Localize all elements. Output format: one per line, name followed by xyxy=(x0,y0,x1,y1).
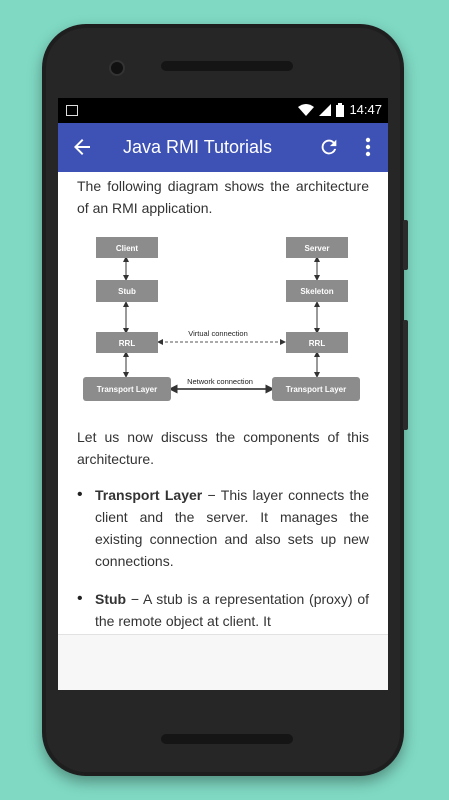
svg-text:Transport Layer: Transport Layer xyxy=(286,385,346,394)
network-connection-label: Network connection xyxy=(187,377,253,386)
back-arrow-icon[interactable] xyxy=(70,135,94,159)
virtual-connection-label: Virtual connection xyxy=(188,329,247,338)
svg-text:Client: Client xyxy=(116,244,139,253)
list-item-term: Stub xyxy=(95,591,127,607)
list-item-term: Transport Layer xyxy=(95,487,203,503)
bottom-speaker xyxy=(161,734,293,744)
status-bar: 14:47 xyxy=(58,98,388,123)
transport-right-box: Transport Layer xyxy=(272,377,360,401)
list-item-text: − A stub is a representation (proxy) of … xyxy=(95,591,369,629)
server-box: Server xyxy=(286,237,348,258)
more-vert-icon[interactable] xyxy=(358,135,378,159)
discuss-paragraph: Let us now discuss the components of thi… xyxy=(77,429,369,467)
article-content[interactable]: The following diagram shows the architec… xyxy=(58,172,388,635)
signal-icon xyxy=(319,103,332,116)
rrl-right-box: RRL xyxy=(286,332,348,353)
volume-button xyxy=(403,220,408,270)
svg-text:Server: Server xyxy=(305,244,330,253)
intro-paragraph: The following diagram shows the architec… xyxy=(77,178,369,216)
stub-box: Stub xyxy=(96,280,158,302)
app-bar: Java RMI Tutorials xyxy=(58,123,388,172)
component-list: Transport Layer − This layer connects th… xyxy=(58,484,388,635)
client-box: Client xyxy=(96,237,158,258)
camera-icon xyxy=(109,60,125,76)
svg-text:Stub: Stub xyxy=(118,287,136,296)
top-speaker xyxy=(161,61,293,71)
app-screen: 14:47 Java RMI Tutorials The following d… xyxy=(58,98,388,690)
status-time: 14:47 xyxy=(349,102,382,117)
rmi-architecture-diagram: Client Server Stub Skeleton RRL RRL xyxy=(83,237,360,401)
svg-text:RRL: RRL xyxy=(309,339,326,348)
rrl-left-box: RRL xyxy=(96,332,158,353)
battery-icon xyxy=(336,102,345,117)
bottom-ad-area xyxy=(58,634,388,690)
refresh-icon[interactable] xyxy=(318,136,340,158)
list-item: Transport Layer − This layer connects th… xyxy=(77,484,369,572)
page-title: Java RMI Tutorials xyxy=(123,137,273,157)
list-item: Stub − A stub is a representation (proxy… xyxy=(77,588,369,632)
list-item-text: − This layer connects the client and the… xyxy=(95,487,369,569)
wifi-icon xyxy=(298,103,315,116)
transport-left-box: Transport Layer xyxy=(83,377,171,401)
skeleton-box: Skeleton xyxy=(286,280,348,302)
svg-text:RRL: RRL xyxy=(119,339,136,348)
svg-text:Transport Layer: Transport Layer xyxy=(97,385,157,394)
image-notification-icon xyxy=(66,105,78,116)
power-button xyxy=(403,320,408,430)
svg-text:Skeleton: Skeleton xyxy=(300,287,333,296)
